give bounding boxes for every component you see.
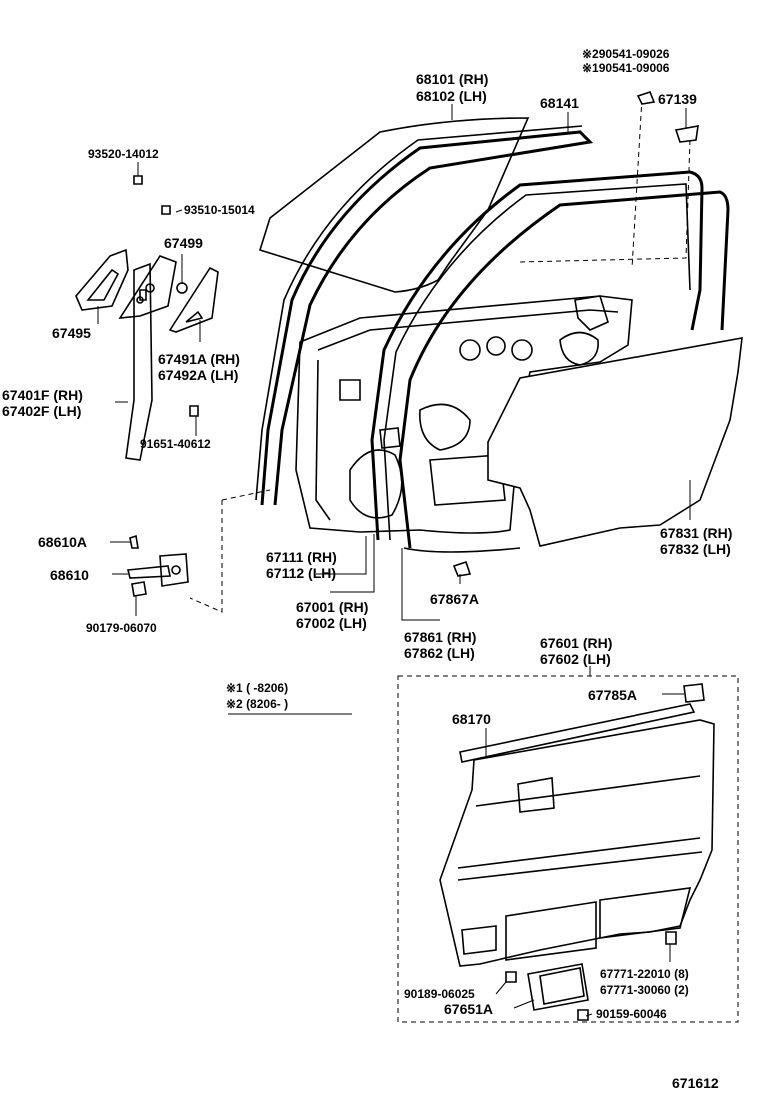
label-68610: 68610 <box>50 567 89 583</box>
label-67002: 67002 (LH) <box>296 615 367 631</box>
label-67139: 67139 <box>658 91 697 107</box>
label-290541: ※290541-09026 <box>582 47 670 61</box>
label-93510: 93510-15014 <box>184 203 255 217</box>
label-67601: 67601 (RH) <box>540 635 612 651</box>
quarter-window-frame-drawing <box>75 248 129 311</box>
door-glass-drawing <box>258 117 530 293</box>
trim-clip-67771-drawing <box>665 931 677 945</box>
leader-lines <box>97 104 691 1017</box>
clip-67867a-drawing <box>452 560 472 577</box>
label-90159: 90159-60046 <box>596 1007 667 1021</box>
label-90179: 90179-06070 <box>86 621 157 635</box>
label-190541: ※190541-09006 <box>582 61 670 75</box>
label-67862: 67862 (LH) <box>404 645 475 661</box>
door-weatherstrip-drawing <box>398 190 730 553</box>
door-trim-board-drawing <box>439 719 715 967</box>
screw-90189-drawing <box>505 971 517 983</box>
label-68610a: 68610A <box>38 534 87 550</box>
glass-run-drawing <box>255 125 594 506</box>
label-67651a: 67651A <box>444 1001 493 1017</box>
label-67832: 67832 (LH) <box>660 541 731 557</box>
label-67112: 67112 (LH) <box>266 565 336 581</box>
door-frame-weatherstrip-drawing <box>370 170 704 541</box>
label-68101: 68101 (RH) <box>416 71 488 87</box>
label-93520: 93520-14012 <box>88 147 159 161</box>
label-67491a: 67491A (RH) <box>158 351 240 367</box>
label-67495: 67495 <box>52 325 91 341</box>
label-67771-a: 67771-22010 (8) <box>600 967 689 981</box>
cushion-part-drawing <box>674 125 699 143</box>
label-67867a: 67867A <box>430 591 479 607</box>
service-hole-cover-drawing <box>487 337 743 547</box>
diagram-number: 671612 <box>672 1075 719 1091</box>
screw-93520-drawing <box>133 162 143 185</box>
label-67831: 67831 (RH) <box>660 525 732 541</box>
label-68102: 68102 (LH) <box>416 88 487 104</box>
label-90189: 90189-06025 <box>404 987 475 1001</box>
trim-assembly-box <box>397 675 739 1023</box>
label-91651: 91651-40612 <box>140 437 211 451</box>
clip-67499-drawing <box>176 282 188 294</box>
armrest-drawing <box>459 703 696 763</box>
door-check-drawing <box>126 534 189 597</box>
clip-part-drawing <box>636 91 656 105</box>
label-67111: 67111 (RH) <box>266 549 337 565</box>
label-67001: 67001 (RH) <box>296 599 368 615</box>
label-68141: 68141 <box>540 95 579 111</box>
label-67492a: 67492A (LH) <box>158 367 238 383</box>
quarter-window-cover-drawing <box>168 266 219 333</box>
label-67771-b: 67771-30060 (2) <box>600 983 689 997</box>
label-67401f: 67401F (RH) <box>2 387 83 403</box>
bolt-91651-drawing <box>189 405 199 417</box>
label-67602: 67602 (LH) <box>540 651 611 667</box>
screw-90159-drawing <box>577 1009 589 1021</box>
speaker-grille-drawing <box>527 963 589 1011</box>
door-panel-drawing <box>295 295 633 534</box>
label-68170: 68170 <box>452 711 491 727</box>
note-1: ※1 ( -8206) <box>226 681 288 695</box>
note-2: ※2 (8206- ) <box>226 697 288 711</box>
trim-clip-67785a-drawing <box>683 683 705 703</box>
label-67499: 67499 <box>164 235 203 251</box>
label-67861: 67861 (RH) <box>404 629 476 645</box>
label-67402f: 67402F (LH) <box>2 403 81 419</box>
label-67785a: 67785A <box>588 687 637 703</box>
screw-93510-drawing <box>161 205 171 215</box>
division-bar-drawing <box>118 255 177 461</box>
